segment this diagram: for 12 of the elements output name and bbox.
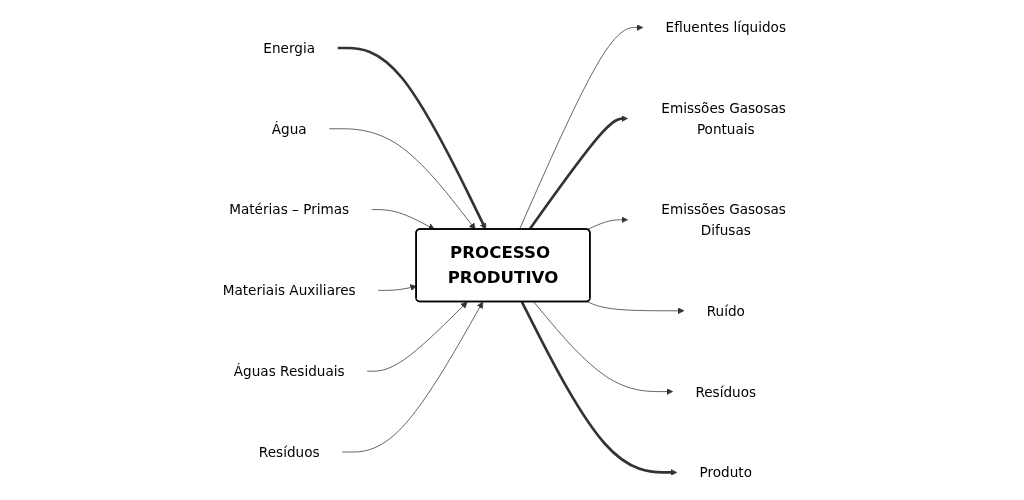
node-text: Resíduos — [258, 444, 320, 460]
node-text: Produto — [699, 464, 752, 481]
node-text: Águas Residuais — [233, 363, 345, 380]
node-text: Emissões Gasosas Difusas — [661, 201, 786, 238]
node-text: Energia — [263, 40, 316, 56]
node-text: Materiais Auxiliares — [222, 282, 356, 299]
node-text: Ruído — [706, 302, 745, 319]
node-text: Matérias – Primas — [229, 201, 350, 218]
node-text: Emissões Gasosas Pontuais — [661, 100, 786, 137]
node-text: Resíduos — [695, 383, 757, 400]
node-text: Água — [271, 120, 307, 137]
node-text: Efluentes líquidos — [665, 19, 786, 36]
